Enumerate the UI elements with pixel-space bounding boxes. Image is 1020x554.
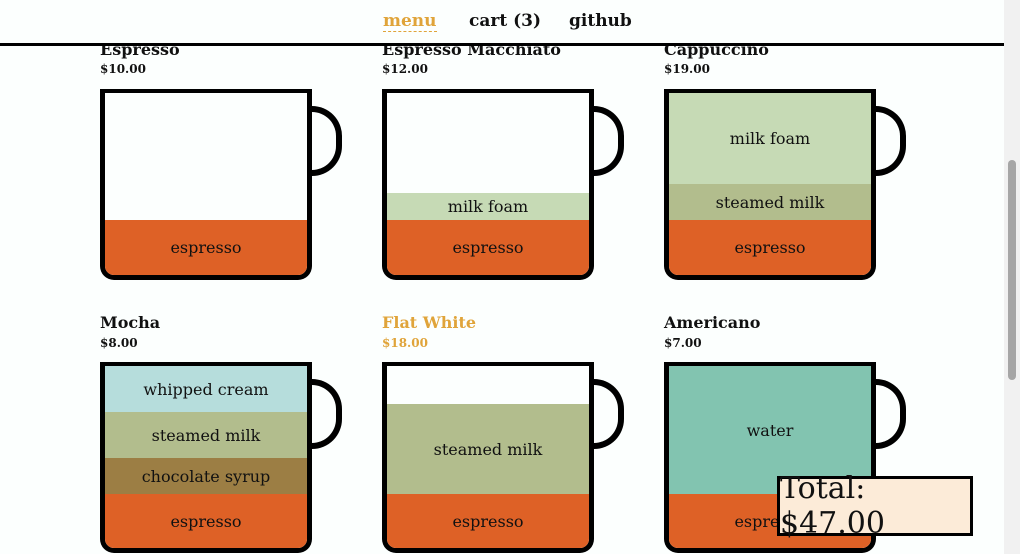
mug[interactable]: milk foam steamed milk espresso: [664, 89, 876, 280]
item-price: $19.00: [664, 62, 710, 76]
mug-handle: [594, 106, 624, 176]
item-name: Mocha: [100, 313, 161, 332]
mug[interactable]: milk foam espresso: [382, 89, 594, 280]
item-price: $7.00: [664, 336, 702, 350]
mug-handle: [312, 379, 342, 449]
item-name: Flat White: [382, 313, 477, 332]
layer-espresso: espresso: [387, 220, 589, 275]
layer-whipped-cream: whipped cream: [105, 366, 307, 412]
mug-handle: [876, 379, 906, 449]
layer-milk-foam: milk foam: [669, 93, 871, 184]
nav-github-link[interactable]: github: [569, 11, 632, 31]
mug-handle: [594, 379, 624, 449]
mug[interactable]: water espresso: [664, 362, 876, 553]
nav-menu-link[interactable]: menu: [383, 11, 437, 32]
layer-water: water: [669, 366, 871, 494]
item-price: $8.00: [100, 336, 138, 350]
layer-steamed-milk: steamed milk: [387, 404, 589, 494]
layer-espresso: espresso: [105, 494, 307, 548]
layer-espresso: espresso: [105, 220, 307, 275]
mug-handle: [312, 106, 342, 176]
item-price: $10.00: [100, 62, 146, 76]
layer-steamed-milk: steamed milk: [669, 184, 871, 220]
layer-milk-foam: milk foam: [387, 193, 589, 220]
cart-total: Total: $47.00: [777, 471, 973, 541]
layer-espresso: espresso: [387, 494, 589, 548]
item-price: $18.00: [382, 336, 428, 350]
item-price: $12.00: [382, 62, 428, 76]
item-name: Americano: [664, 313, 761, 332]
layer-chocolate-syrup: chocolate syrup: [105, 458, 307, 494]
nav-cart-link[interactable]: cart (3): [469, 11, 542, 31]
top-nav: menu cart (3) github: [0, 0, 1004, 46]
layer-steamed-milk: steamed milk: [105, 412, 307, 458]
scrollbar-thumb[interactable]: [1008, 160, 1016, 380]
layer-espresso: espresso: [669, 220, 871, 275]
mug-handle: [876, 106, 906, 176]
scrollbar[interactable]: [1004, 0, 1020, 554]
mug[interactable]: espresso: [100, 89, 312, 280]
mug[interactable]: whipped cream steamed milk chocolate syr…: [100, 362, 312, 553]
mug[interactable]: steamed milk espresso: [382, 362, 594, 553]
